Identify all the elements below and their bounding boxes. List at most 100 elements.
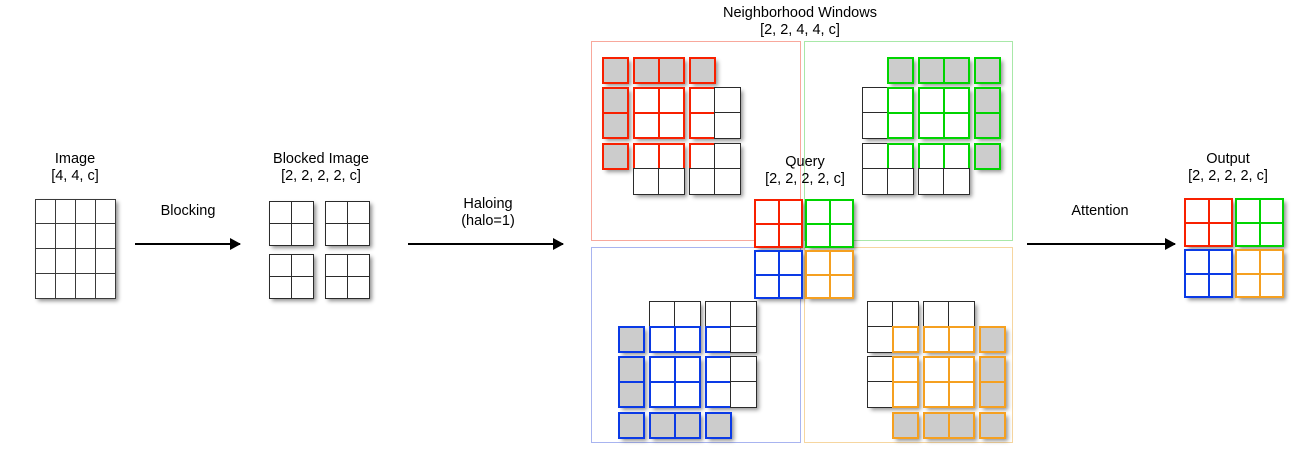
halo-query-block-red	[632, 86, 686, 140]
blocked-cell	[290, 200, 314, 224]
blocking-label-text: Blocking	[160, 203, 216, 219]
output-label: Output [2, 2, 2, 2, c]	[1152, 151, 1304, 185]
haloing-sublabel-text: (halo=1)	[461, 213, 515, 229]
blocked-cell	[324, 200, 348, 224]
halo-neighbor-block-orange	[922, 301, 976, 354]
outside-cell	[730, 381, 757, 408]
outside-cell	[867, 356, 894, 383]
outside-cell	[948, 301, 975, 328]
outside-cell	[918, 168, 945, 195]
image-cell	[54, 198, 76, 225]
quadrant-box-top-right	[804, 41, 1013, 241]
halo-neighbor-block-blue	[648, 301, 702, 354]
blocked-cell	[290, 275, 314, 299]
halo-cell	[922, 325, 951, 354]
outside-cell	[923, 301, 950, 328]
query-shape-text: [2, 2, 2, 2, c]	[765, 171, 845, 187]
query-block-orange	[805, 250, 854, 299]
halo-pad-cell-orange	[978, 325, 1007, 354]
halo-cell	[704, 325, 733, 354]
blocked-image-label: Blocked Image [2, 2, 2, 2, c]	[236, 151, 406, 185]
output-cell	[1184, 221, 1210, 247]
halo-cell	[632, 142, 661, 171]
query-block-red	[754, 199, 803, 248]
image-cell	[34, 248, 56, 274]
outside-cell	[633, 168, 660, 195]
pad-cell	[617, 325, 646, 354]
pad-cell	[973, 111, 1002, 140]
pad-cell	[688, 56, 717, 85]
halo-cell	[891, 325, 920, 354]
outside-cell	[674, 301, 701, 328]
blocked-cell	[346, 275, 370, 299]
halo-cell	[947, 355, 976, 384]
blocked-image-shape-text: [2, 2, 2, 2, c]	[281, 168, 361, 184]
query-cell	[777, 199, 803, 225]
outside-cell	[892, 301, 919, 328]
image-cell	[94, 272, 116, 299]
outside-cell	[943, 168, 970, 195]
outside-cell	[714, 112, 741, 139]
halo-pad-block-red	[601, 86, 630, 140]
halo-cell	[688, 111, 717, 140]
blocking-arrow	[135, 243, 240, 245]
image-grid	[34, 198, 116, 299]
pad-cell	[978, 380, 1007, 409]
pad-cell	[617, 380, 646, 409]
halo-pad-cell-orange	[891, 411, 920, 440]
halo-cell	[688, 86, 717, 115]
haloing-arrow	[408, 243, 563, 245]
halo-neighbor-block-orange	[867, 355, 920, 409]
outside-cell	[689, 168, 716, 195]
outside-cell	[862, 112, 889, 139]
image-cell	[74, 272, 96, 299]
query-cell	[805, 222, 831, 248]
halo-pad-block-orange	[978, 355, 1007, 409]
halo-cell	[657, 111, 686, 140]
outside-cell	[867, 326, 894, 353]
quadrant-box-bottom-left	[591, 247, 801, 443]
output-cell	[1207, 272, 1233, 298]
output-cell	[1258, 198, 1284, 224]
pad-cell	[947, 411, 976, 440]
outside-cell	[887, 168, 914, 195]
halo-pad-cell-blue	[704, 411, 733, 440]
halo-cell	[704, 380, 733, 409]
halo-pad-block-green	[973, 86, 1002, 140]
output-block-orange	[1235, 249, 1284, 298]
halo-cell	[922, 380, 951, 409]
halo-cell	[657, 142, 686, 171]
halo-cell	[917, 142, 946, 171]
blocked-image-block	[324, 200, 370, 246]
query-block-blue	[754, 250, 803, 299]
query-label: Query [2, 2, 2, 2, c]	[725, 154, 885, 188]
blocked-image-block	[324, 253, 370, 299]
halo-cell	[942, 86, 971, 115]
blocked-cell	[324, 275, 348, 299]
output-cell	[1207, 198, 1233, 224]
query-cell	[777, 273, 803, 299]
query-cell	[777, 222, 803, 248]
halo-pad-cell-green	[886, 56, 915, 85]
halo-neighbor-block-green	[917, 142, 971, 195]
haloing-label-text: Haloing	[463, 196, 513, 212]
query-block-green	[805, 199, 854, 248]
image-cell	[54, 272, 76, 299]
blocked-cell	[290, 222, 314, 246]
pad-cell	[891, 411, 920, 440]
halo-neighbor-block-blue	[704, 301, 757, 354]
pad-cell	[973, 142, 1002, 171]
outside-cell	[714, 87, 741, 114]
output-block-green	[1235, 198, 1284, 247]
halo-cell	[917, 111, 946, 140]
pad-cell	[917, 56, 946, 85]
pad-cell	[978, 325, 1007, 354]
output-cell	[1258, 272, 1284, 298]
attention-arrow	[1027, 243, 1175, 245]
halo-neighbor-block-green	[862, 86, 915, 140]
halo-pad-block-blue	[617, 355, 646, 409]
query-cell	[754, 273, 780, 299]
halo-cell	[632, 86, 661, 115]
outside-cell	[705, 301, 732, 328]
